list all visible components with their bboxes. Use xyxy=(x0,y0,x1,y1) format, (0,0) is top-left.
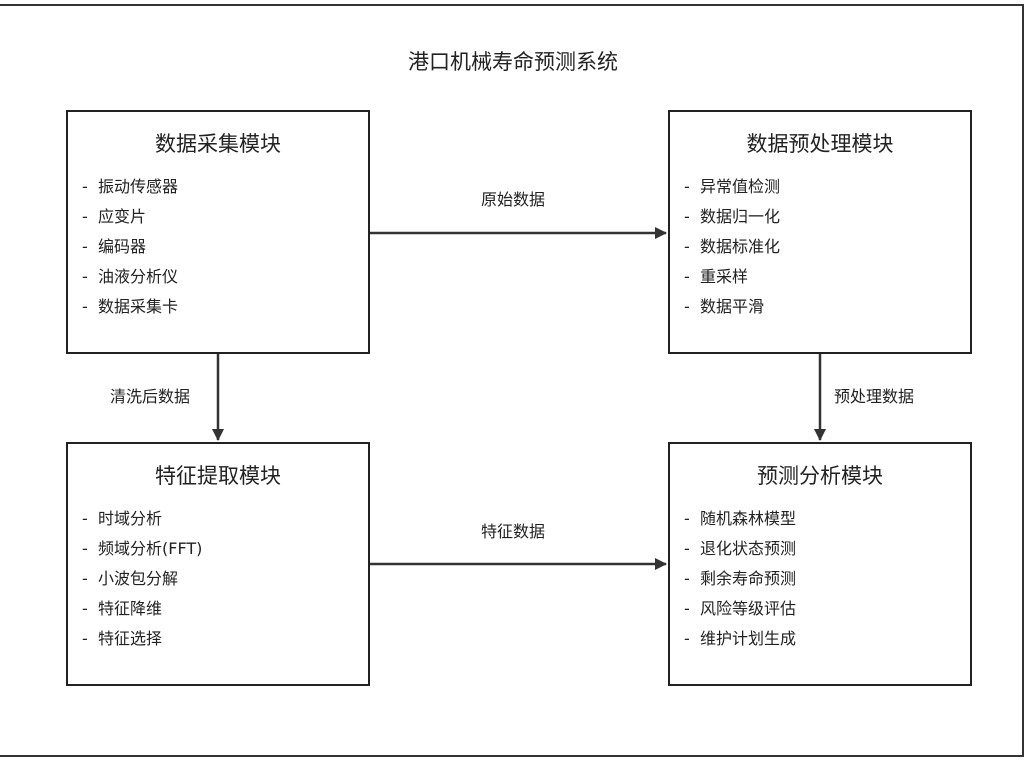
list-item: -数据归一化 xyxy=(684,207,781,226)
module-prediction-analysis: 预测分析模块 -随机森林模型 -退化状态预测 -剩余寿命预测 -风险等级评估 -… xyxy=(668,442,972,686)
list-item: -维护计划生成 xyxy=(684,629,797,648)
list-item: -异常值检测 xyxy=(684,177,781,196)
module-title: 预测分析模块 xyxy=(757,464,883,488)
list-item: -小波包分解 xyxy=(82,569,179,588)
edge-label-cleaned-data: 清洗后数据 xyxy=(110,387,191,406)
list-item: -数据平滑 xyxy=(684,297,765,316)
edge-label-feature-data: 特征数据 xyxy=(481,522,546,541)
list-item: -随机森林模型 xyxy=(684,509,797,528)
edge-label-preprocessed-data: 预处理数据 xyxy=(834,387,915,406)
module-item-list: -随机森林模型 -退化状态预测 -剩余寿命预测 -风险等级评估 -维护计划生成 xyxy=(684,504,796,654)
list-item: -特征降维 xyxy=(82,599,163,618)
list-item: -应变片 xyxy=(82,207,147,226)
module-title: 数据采集模块 xyxy=(155,132,281,156)
module-title: 数据预处理模块 xyxy=(746,132,894,156)
list-item: -数据采集卡 xyxy=(82,297,179,316)
list-item: -时域分析 xyxy=(82,509,163,528)
edge-label-raw-data: 原始数据 xyxy=(481,190,546,209)
list-item: -振动传感器 xyxy=(82,177,179,196)
module-feature-extraction: 特征提取模块 -时域分析 -频域分析(FFT) -小波包分解 -特征降维 -特征… xyxy=(66,442,370,686)
list-item: -编码器 xyxy=(82,237,147,256)
list-item: -重采样 xyxy=(684,267,749,286)
list-item: -退化状态预测 xyxy=(684,539,797,558)
list-item: -频域分析(FFT) xyxy=(82,539,203,558)
module-item-list: -振动传感器 -应变片 -编码器 -油液分析仪 -数据采集卡 xyxy=(82,172,178,322)
list-item: -特征选择 xyxy=(82,629,163,648)
list-item: -油液分析仪 xyxy=(82,267,179,286)
list-item: -风险等级评估 xyxy=(684,599,797,618)
list-item: -数据标准化 xyxy=(684,237,781,256)
module-data-preprocessing: 数据预处理模块 -异常值检测 -数据归一化 -数据标准化 -重采样 -数据平滑 xyxy=(668,110,972,354)
module-title: 特征提取模块 xyxy=(155,464,281,488)
list-item: -剩余寿命预测 xyxy=(684,569,797,588)
module-item-list: -异常值检测 -数据归一化 -数据标准化 -重采样 -数据平滑 xyxy=(684,172,780,322)
diagram-title: 港口机械寿命预测系统 xyxy=(408,50,618,74)
module-data-acquisition: 数据采集模块 -振动传感器 -应变片 -编码器 -油液分析仪 -数据采集卡 xyxy=(66,110,370,354)
diagram-frame xyxy=(0,4,1024,757)
module-item-list: -时域分析 -频域分析(FFT) -小波包分解 -特征降维 -特征选择 xyxy=(82,504,202,654)
